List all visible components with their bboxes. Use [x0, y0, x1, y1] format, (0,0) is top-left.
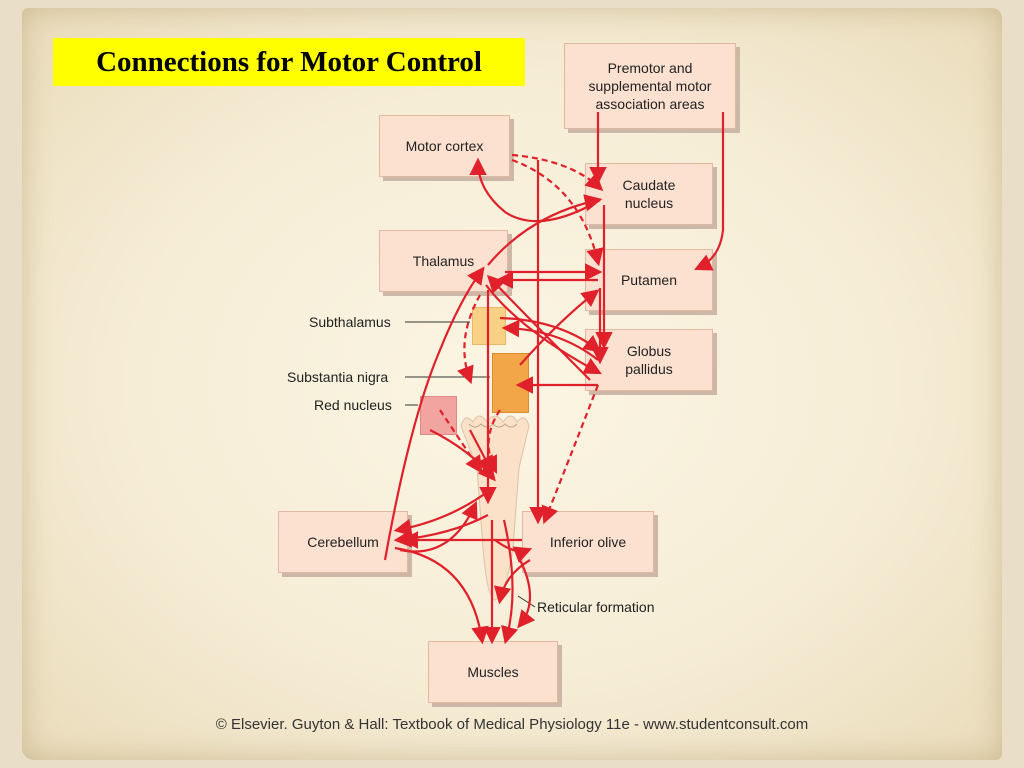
box-cerebellum: Cerebellum: [278, 511, 408, 573]
box-thalamus: Thalamus: [379, 230, 508, 292]
box-putamen: Putamen: [585, 249, 713, 311]
label-red-nucleus: Red nucleus: [314, 397, 392, 413]
box-muscles: Muscles: [428, 641, 558, 703]
box-globus-pallidus: Globus pallidus: [585, 329, 713, 391]
box-premotor-association-areas: Premotor and supplemental motor associat…: [564, 43, 736, 129]
box-motor-cortex: Motor cortex: [379, 115, 510, 177]
label-substantia-nigra: Substantia nigra: [287, 369, 389, 385]
copyright-credit: © Elsevier. Guyton & Hall: Textbook of M…: [215, 716, 809, 733]
slide-title: Connections for Motor Control: [53, 38, 525, 86]
label-subthalamus: Subthalamus: [309, 314, 391, 330]
label-reticular-formation: Reticular formation: [537, 599, 655, 615]
